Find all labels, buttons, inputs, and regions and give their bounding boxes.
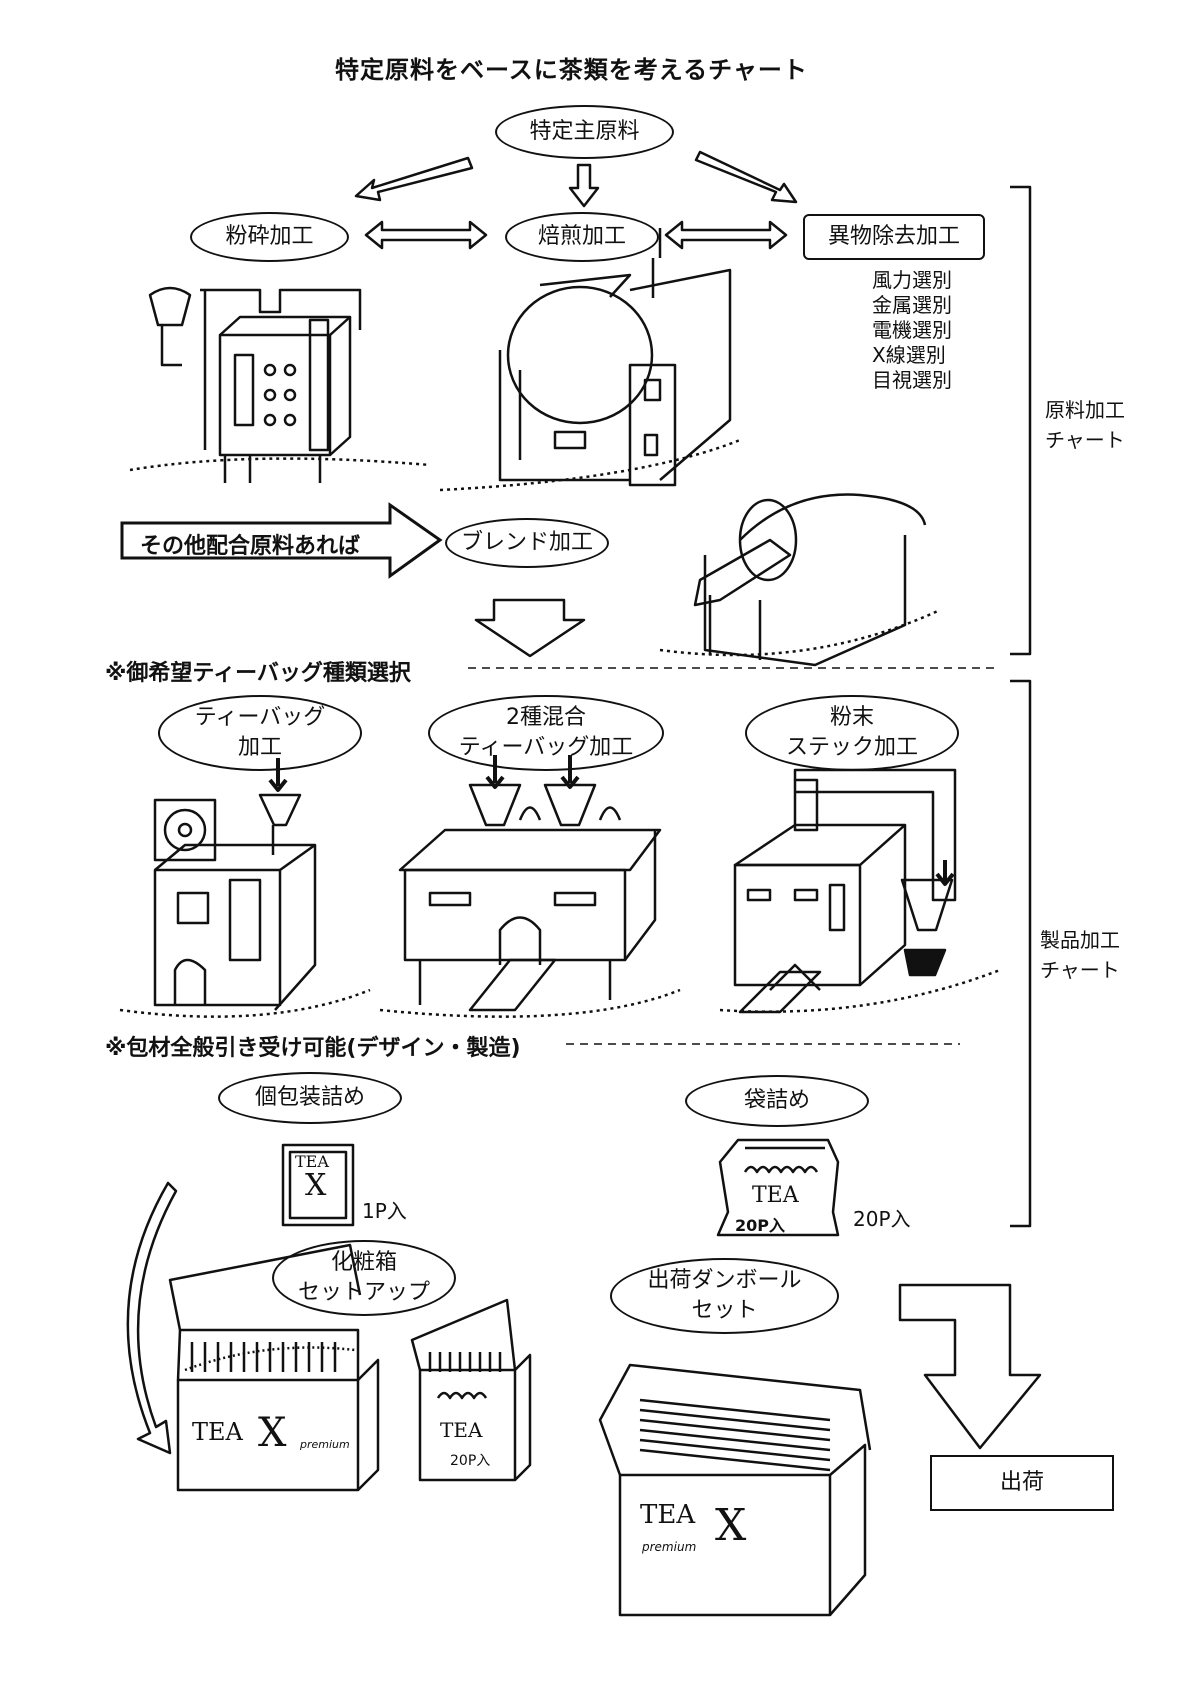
- bag-drawing: [716, 1138, 840, 1237]
- foreign-removal-node: 異物除去加工: [803, 214, 985, 260]
- blend-node: ブレンド加工: [445, 518, 609, 568]
- bag-tea-text: TEA: [752, 1183, 799, 1208]
- two-mix-teabag-node: 2種混合 ティーバッグ加工: [428, 695, 664, 771]
- bag-fill-label: 袋詰め: [743, 1088, 810, 1114]
- teabag-machine-drawing: [119, 758, 371, 1018]
- box-x-text: X: [258, 1410, 287, 1456]
- ship-node: 出荷: [930, 1455, 1114, 1511]
- box-premium-text: premium: [300, 1438, 350, 1451]
- individual-pack-label: 個包装詰め: [254, 1085, 365, 1111]
- two-mix-teabag-label: 2種混合 ティーバッグ加工: [458, 705, 634, 760]
- bag-fill-node: 袋詰め: [685, 1075, 869, 1127]
- single-quantity: 1P入: [362, 1199, 407, 1223]
- carton-x-text: X: [715, 1500, 747, 1551]
- grinding-label: 粉砕加工: [225, 224, 314, 250]
- selection-method: 風力選別: [872, 268, 952, 292]
- other-ingredient-arrow: [120, 502, 443, 579]
- teabag-processing-node: ティーバッグ 加工: [158, 695, 362, 771]
- roasting-label: 焙煎加工: [537, 224, 626, 250]
- main-material-node: 特定主原料: [495, 105, 674, 159]
- arrow-to-roasting: [568, 163, 600, 208]
- blend-machine-drawing: [659, 493, 941, 667]
- powder-machine-drawing: [719, 768, 1001, 1014]
- shipping-carton-node: 出荷ダンボール セット: [610, 1258, 839, 1334]
- carton-tea-text: TEA: [640, 1500, 696, 1530]
- double-arrow-1: [364, 220, 488, 250]
- foreign-removal-label: 異物除去加工: [827, 224, 960, 250]
- mix-machine-drawing: [379, 755, 681, 1018]
- carton-premium-text: premium: [642, 1540, 697, 1554]
- big-down-arrow: [474, 598, 586, 658]
- double-arrow-2: [664, 220, 788, 250]
- product-processing-chart-label: 製品加工 チャート: [1040, 928, 1120, 982]
- small-box-count-text: 20P入: [450, 1453, 491, 1469]
- packaging-note: ※包材全般引き受け可能(デザイン・製造): [105, 1036, 521, 1061]
- powder-stick-label: 粉末 ステック加工: [785, 705, 918, 760]
- curved-arrow: [126, 1181, 178, 1455]
- box-tea-text: TEA: [192, 1418, 243, 1446]
- selection-method-list: 風力選別 金属選別 電機選別 X線選別 目視選別: [872, 268, 952, 393]
- blend-label: ブレンド加工: [460, 530, 593, 556]
- teabag-processing-label: ティーバッグ 加工: [194, 705, 326, 760]
- arrow-to-foreign: [694, 150, 798, 204]
- pack-tea-text: TEA: [295, 1152, 329, 1171]
- selection-method: 目視選別: [872, 368, 952, 392]
- cosmetic-box-label: 化粧箱 セットアップ: [297, 1250, 430, 1305]
- pack-x-text: X: [305, 1168, 327, 1203]
- powder-stick-node: 粉末 ステック加工: [745, 695, 959, 771]
- ship-down-arrow: [898, 1283, 1042, 1450]
- other-ingredient-label: その他配合原料あれば: [140, 534, 361, 559]
- bag-quantity: 20P入: [853, 1207, 911, 1231]
- selection-method: X線選別: [872, 343, 946, 367]
- small-box-drawing: [410, 1298, 532, 1482]
- individual-pack-drawing: [281, 1143, 355, 1227]
- cosmetic-box-node: 化粧箱 セットアップ: [272, 1240, 456, 1316]
- roasting-node: 焙煎加工: [505, 212, 659, 262]
- teabag-choice-note: ※御希望ティーバッグ種類選択: [105, 661, 411, 686]
- small-box-tea-text: TEA: [440, 1418, 483, 1442]
- selection-method: 金属選別: [872, 293, 952, 317]
- arrow-to-grinding: [354, 156, 474, 202]
- selection-method: 電機選別: [872, 318, 952, 342]
- main-material-label: 特定主原料: [529, 119, 640, 145]
- roasting-machine-drawing: [439, 228, 741, 492]
- shipping-carton-label: 出荷ダンボール セット: [647, 1268, 802, 1323]
- grinding-machine-drawing: [129, 286, 431, 483]
- page-title: 特定原料をベースに茶類を考えるチャート: [335, 56, 808, 84]
- cosmetic-box-drawing: [168, 1243, 380, 1492]
- bracket-raw: [1010, 185, 1032, 656]
- bracket-product: [1010, 679, 1032, 1228]
- grinding-node: 粉砕加工: [190, 212, 349, 262]
- raw-processing-chart-label: 原料加工 チャート: [1045, 398, 1125, 452]
- bag-quantity-text: 20P入: [735, 1216, 785, 1235]
- ship-label: 出荷: [999, 1470, 1044, 1496]
- shipping-box-drawing: [598, 1363, 872, 1617]
- individual-pack-node: 個包装詰め: [218, 1072, 402, 1124]
